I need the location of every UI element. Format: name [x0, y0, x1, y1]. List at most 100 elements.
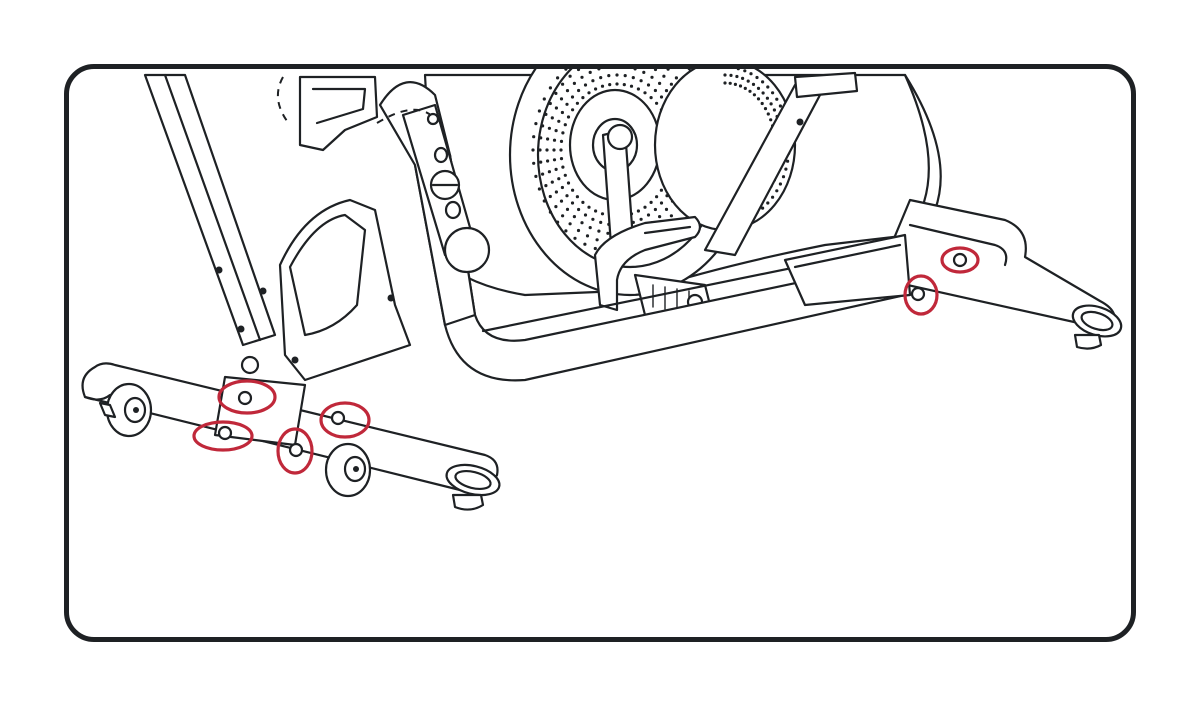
- perforation-dot: [561, 214, 565, 218]
- perforation-dot: [563, 173, 567, 177]
- perforation-dot: [606, 231, 610, 235]
- perforation-dot: [554, 91, 558, 95]
- perforation-dot: [564, 69, 568, 71]
- front-wheel-left: [98, 382, 153, 438]
- perforation-dot: [674, 76, 679, 80]
- perforation-dot: [554, 205, 558, 209]
- perforation-dot: [769, 118, 773, 122]
- perforation-dot: [766, 85, 770, 89]
- diagram-frame: [64, 64, 1136, 642]
- perforation-dot: [546, 159, 550, 163]
- bolt-front-top-left: [217, 379, 277, 415]
- handlebar-clamp: [276, 75, 440, 152]
- perforation-dot: [650, 75, 654, 79]
- perforation-dot: [550, 180, 554, 184]
- perforation-dot: [763, 107, 768, 111]
- perforation-dot: [659, 95, 664, 99]
- perforation-dot: [591, 79, 595, 83]
- perforation-dot: [615, 82, 619, 86]
- perforation-dot: [736, 69, 740, 71]
- perforation-dot: [544, 184, 548, 188]
- perforation-dot: [752, 93, 757, 97]
- bolt-front-side-left: [192, 420, 254, 452]
- perforation-dot: [537, 187, 542, 191]
- perforation-dot: [738, 84, 743, 88]
- perforation-dot: [653, 88, 658, 93]
- perforation-dot: [541, 172, 545, 176]
- perforation-dot: [587, 91, 591, 95]
- front-column: [143, 73, 277, 347]
- seat-post-bracket: [378, 81, 491, 327]
- perforation-dot: [548, 86, 553, 90]
- perforation-dot: [733, 82, 738, 86]
- perforation-dot: [537, 109, 542, 113]
- perforation-dot: [771, 195, 775, 199]
- perforation-dot: [599, 76, 603, 80]
- perforation-dot: [545, 148, 549, 152]
- perforation-dot: [594, 87, 598, 91]
- perforation-dot: [778, 104, 783, 108]
- perforation-dot: [552, 148, 556, 152]
- bolt-rear-top: [940, 246, 980, 274]
- perforation-dot: [566, 181, 571, 185]
- perforation-dot: [552, 158, 557, 162]
- perforation-dot: [580, 221, 584, 225]
- perforation-dot: [597, 229, 601, 233]
- perforation-dot: [765, 96, 770, 100]
- perforation-dot: [560, 110, 565, 115]
- perforation-dot: [541, 124, 545, 128]
- perforation-dot: [572, 215, 577, 219]
- perforation-dot: [583, 83, 588, 87]
- perforation-dot: [556, 220, 560, 224]
- perforation-dot: [781, 175, 786, 179]
- perforation-dot: [743, 69, 747, 73]
- perforation-dot: [570, 201, 575, 205]
- perforation-dot: [542, 199, 546, 203]
- perforation-dot: [600, 84, 605, 88]
- perforation-dot: [599, 220, 603, 224]
- perforation-dot: [659, 201, 664, 205]
- perforation-dot: [572, 81, 577, 85]
- perforation-dot: [539, 160, 543, 164]
- perforation-dot: [723, 73, 727, 77]
- perforation-dot: [531, 148, 535, 152]
- perforation-dot: [784, 167, 788, 171]
- perforation-dot: [591, 217, 595, 221]
- perforation-dot: [576, 69, 581, 72]
- perforation-dot: [539, 136, 543, 140]
- perforation-dot: [642, 70, 646, 74]
- perforation-dot: [786, 159, 790, 163]
- perforation-dot: [761, 206, 765, 210]
- perforation-dot: [573, 236, 577, 240]
- perforation-dot: [546, 137, 550, 141]
- perforation-dot: [544, 112, 548, 116]
- perforation-dot: [649, 96, 653, 100]
- perforation-dot: [577, 88, 581, 93]
- perforation-dot: [565, 102, 569, 106]
- perforation-dot: [556, 76, 560, 80]
- perforation-dot: [559, 97, 564, 101]
- perforation-dot: [749, 72, 753, 76]
- perforation-dot: [743, 86, 747, 90]
- highlighted-bolts: [192, 246, 980, 475]
- perforation-dot: [559, 139, 564, 143]
- perforation-dot: [615, 73, 619, 77]
- perforation-dot: [561, 165, 565, 169]
- perforation-dot: [608, 83, 612, 87]
- perforation-dot: [622, 83, 626, 87]
- perforation-dot: [583, 242, 587, 246]
- perforation-dot: [595, 238, 599, 242]
- front-brace: [240, 198, 412, 382]
- perforation-dot: [775, 97, 779, 101]
- perforation-dot: [577, 207, 581, 212]
- perforation-dot: [534, 174, 538, 178]
- perforation-dot: [658, 215, 662, 219]
- perforation-dot: [653, 69, 658, 72]
- perforation-dot: [548, 210, 553, 214]
- perforation-dot: [729, 73, 733, 77]
- perforation-dot: [760, 101, 764, 106]
- perforation-dot: [571, 108, 575, 112]
- perforation-dot: [565, 89, 570, 93]
- perforation-dot: [575, 101, 580, 105]
- perforation-dot: [662, 74, 666, 78]
